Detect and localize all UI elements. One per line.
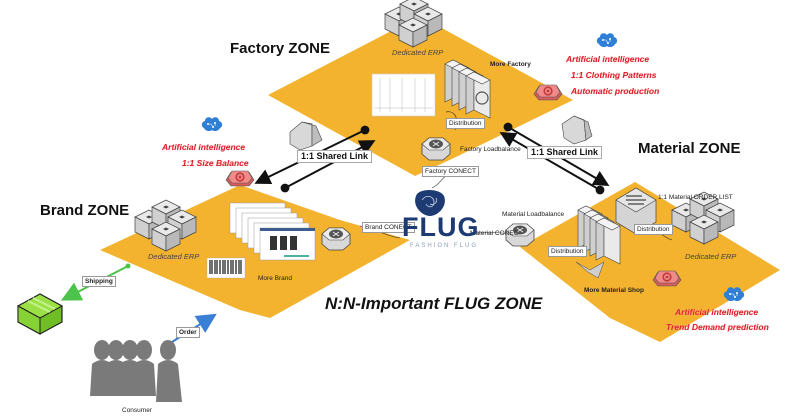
brand-ai-line-2: 1:1 Size Balance xyxy=(182,158,249,168)
factory-ai-gear-icon xyxy=(533,84,563,101)
material-ai-line-1: Artificial intelligence xyxy=(675,307,759,317)
brand-screens xyxy=(229,202,316,261)
material-connect-label: Material CONEC xyxy=(470,230,519,237)
material-zone-title: Material ZONE xyxy=(626,140,753,160)
barcode-icon xyxy=(206,257,246,279)
material-erp-label: Dedicated ERP xyxy=(685,252,737,261)
factory-zone-title-text: Factory ZONE xyxy=(230,40,331,57)
right-shared-link-label: 1:1 Shared Link xyxy=(527,146,603,159)
factory-connect-label: Factory CONECT xyxy=(422,166,479,177)
material-zone-title-text: Material ZONE xyxy=(638,140,741,157)
factory-more-label: More Factory xyxy=(490,61,531,68)
factory-servers xyxy=(444,59,491,119)
brand-zone-title: Brand ZONE xyxy=(28,202,142,222)
factory-loadbalance-icon xyxy=(421,137,451,161)
material-ai-line-2: Trend Demand prediction xyxy=(666,322,769,332)
brand-more-label: More Brand xyxy=(258,275,292,282)
brand-ai-brain-icon xyxy=(201,116,223,132)
brand-ai-gear-icon xyxy=(225,170,255,187)
brand-loadbalance-icon xyxy=(321,227,351,251)
left-link-device-icon xyxy=(289,121,323,151)
factory-distribution-label: Distribution xyxy=(446,118,485,129)
package-icon xyxy=(16,293,64,335)
material-distribution-label-2: Distribution xyxy=(548,246,587,257)
flug-zone-title: N:N-Important FLUG ZONE xyxy=(305,294,563,317)
factory-zone-title: Factory ZONE xyxy=(218,40,343,60)
brand-zone-title-text: Brand ZONE xyxy=(40,202,130,219)
factory-pattern-document xyxy=(371,73,436,117)
flug-hub-logo-icon xyxy=(415,190,445,216)
factory-loadbalance-label: Factory Loadbalance xyxy=(460,146,521,153)
brand-erp-label: Dedicated ERP xyxy=(148,252,200,261)
material-more-label: More Material Shop xyxy=(584,287,644,294)
flug-zone-title-text: N:N-Important FLUG ZONE xyxy=(325,294,543,313)
consumer-label: Consumer xyxy=(122,407,152,414)
left-shared-link-label: 1:1 Shared Link xyxy=(297,150,373,163)
factory-ai-line-1: Artificial intelligence xyxy=(566,54,650,64)
factory-erp-label: Dedicated ERP xyxy=(392,48,444,57)
material-order-list-icon xyxy=(615,187,657,235)
material-shop-servers xyxy=(575,205,621,279)
brand-connect-label: Brand CONECT xyxy=(362,222,415,233)
material-distribution-label-1: Distribution xyxy=(634,224,673,235)
material-order-list-label: 1:1 Material ORDER LIST xyxy=(658,194,733,201)
shipping-label: Shipping xyxy=(82,276,116,287)
material-loadbalance-label: Material Loadbalance xyxy=(502,211,565,218)
consumer-group-icon xyxy=(90,340,182,402)
flug-logo-text: FLUG xyxy=(402,212,480,242)
flug-logo-subtitle: FASHION FLUG xyxy=(410,243,479,249)
factory-ai-line-2: 1:1 Clothing Patterns xyxy=(571,70,657,80)
factory-ai-line-3: Automatic production xyxy=(571,86,660,96)
brand-ai-line-1: Artificial intelligence xyxy=(162,142,246,152)
right-link-device-icon xyxy=(561,115,593,145)
order-label: Order xyxy=(176,327,200,338)
factory-ai-brain-icon xyxy=(596,32,618,48)
material-ai-gear-icon xyxy=(652,270,682,287)
